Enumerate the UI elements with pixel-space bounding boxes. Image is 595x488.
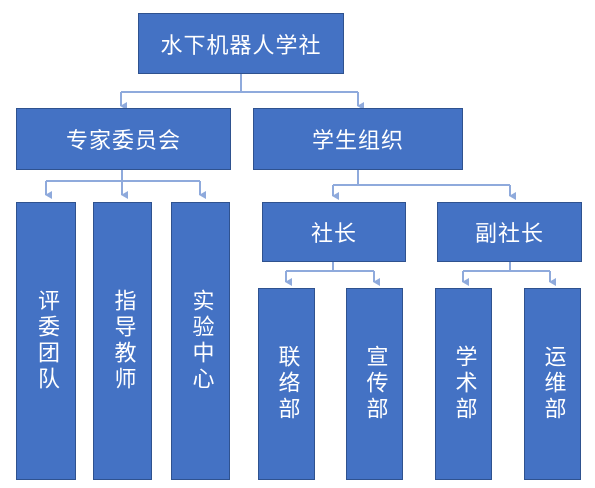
node-academic-dept: 学术部 [435,288,492,480]
node-student-org: 学生组织 [253,108,463,170]
node-president: 社长 [262,202,406,262]
node-vice-president: 副社长 [437,202,582,262]
node-liaison-dept: 联络部 [258,288,315,480]
node-judging-team: 评委团队 [16,202,76,480]
node-root: 水下机器人学社 [138,13,344,74]
node-advising-teachers: 指导教师 [93,202,152,480]
node-publicity-dept: 宣传部 [346,288,403,480]
node-expert-committee: 专家委员会 [16,108,231,170]
node-operations-dept: 运维部 [524,288,581,480]
node-lab-center: 实验中心 [171,202,230,480]
